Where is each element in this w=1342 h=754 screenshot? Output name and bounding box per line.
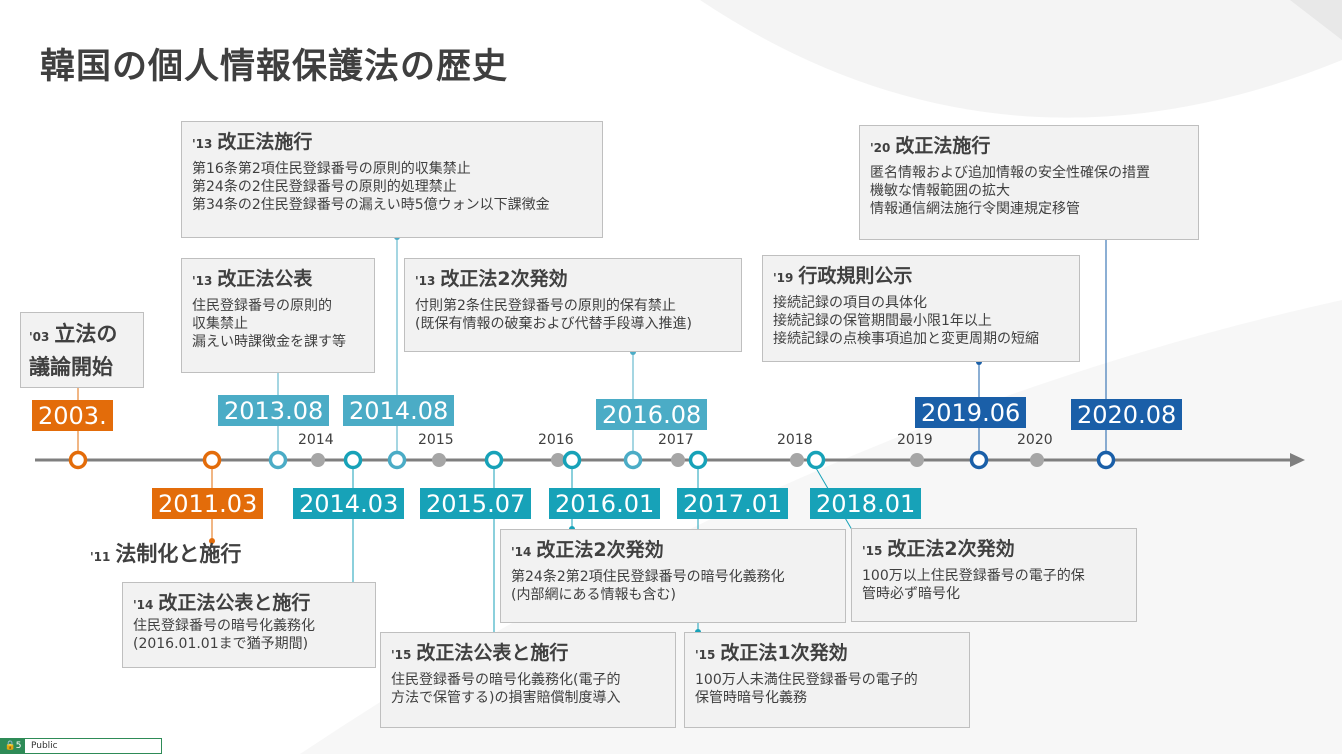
- event-marker: [484, 450, 504, 470]
- event-marker: [562, 450, 582, 470]
- date-label: 2018.01: [810, 488, 922, 519]
- event-description: 100万以上住民登録番号の電子的保 管時必ず暗号化: [862, 568, 1085, 602]
- event-marker: [969, 450, 989, 470]
- year-label: 2019: [897, 432, 933, 448]
- event-year: '15: [391, 648, 412, 662]
- event-year: '13: [192, 137, 213, 151]
- event-description: 住民登録番号の原則的 収集禁止 漏えい時課徴金を課す等: [192, 298, 346, 350]
- date-label: 2014.03: [293, 488, 405, 519]
- year-dot: [1030, 453, 1044, 467]
- timeline-arrow: [1290, 453, 1305, 467]
- event-marker: [806, 450, 826, 470]
- event-marker: [343, 450, 363, 470]
- date-label: 2017.01: [677, 488, 789, 519]
- date-label: 2003.: [32, 400, 113, 431]
- date-label: 2019.06: [915, 397, 1027, 428]
- date-label: 2020.08: [1071, 399, 1183, 430]
- event-description: 100万人未満住民登録番号の電子的 保管時暗号化義務: [695, 672, 918, 706]
- event-marker: [202, 450, 222, 470]
- event-year: '15: [695, 648, 716, 662]
- year-dot: [790, 453, 804, 467]
- event-description: 接続記録の項目の具体化 接続記録の保管期間最小限1年以上 接続記録の点検事項追加…: [773, 295, 1039, 347]
- event-year: '15: [862, 544, 883, 558]
- event-marker: [268, 450, 288, 470]
- event-description: 住民登録番号の暗号化義務化(電子的 方法で保管する)の損害賠償制度導入: [391, 672, 621, 706]
- event-year: '11: [90, 550, 111, 564]
- event-marker: [68, 450, 88, 470]
- event-description: 付則第2条住民登録番号の原則的保有禁止 (既保有情報の破棄および代替手段導入推進…: [415, 298, 692, 332]
- year-label: 2016: [538, 432, 574, 448]
- date-label: 2016.01: [549, 488, 661, 519]
- event-description: 第24条2第2項住民登録番号の暗号化義務化 (内部網にある情報も含む): [511, 569, 785, 603]
- date-label: 2011.03: [152, 488, 264, 519]
- year-dot: [910, 453, 924, 467]
- event-description: 住民登録番号の暗号化義務化 (2016.01.01まで猶予期間): [133, 618, 315, 652]
- event-marker: [1096, 450, 1116, 470]
- event-year: '20: [870, 141, 891, 155]
- lock-icon: 🔒5: [1, 739, 25, 753]
- date-label: 2016.08: [596, 399, 708, 430]
- event-year: '13: [415, 274, 436, 288]
- event-year: '03: [29, 330, 50, 344]
- date-label: 2013.08: [218, 395, 330, 426]
- event-marker: [387, 450, 407, 470]
- date-label: 2014.08: [343, 395, 455, 426]
- event-description: 匿名情報および追加情報の安全性確保の措置 機敏な情報範囲の拡大 情報通信網法施行…: [870, 165, 1150, 217]
- year-dot: [311, 453, 325, 467]
- year-label: 2014: [298, 432, 334, 448]
- event-year: '14: [511, 545, 532, 559]
- event-marker: [688, 450, 708, 470]
- year-dot: [671, 453, 685, 467]
- event-year: '13: [192, 274, 213, 288]
- event-description: 第16条第2項住民登録番号の原則的収集禁止 第24条の2住民登録番号の原則的処理…: [192, 161, 550, 213]
- event-year: '14: [133, 598, 154, 612]
- year-label: 2020: [1017, 432, 1053, 448]
- year-label: 2017: [658, 432, 694, 448]
- event-marker: [623, 450, 643, 470]
- classification-tag: 🔒5 Public: [0, 738, 162, 754]
- year-label: 2015: [418, 432, 454, 448]
- page-title: 韓国の個人情報保護法の歴史: [40, 47, 509, 87]
- year-dot: [551, 453, 565, 467]
- date-label: 2015.07: [420, 488, 532, 519]
- year-dot: [432, 453, 446, 467]
- year-label: 2018: [777, 432, 813, 448]
- classification-label: Public: [31, 741, 58, 751]
- event-year: '19: [773, 271, 794, 285]
